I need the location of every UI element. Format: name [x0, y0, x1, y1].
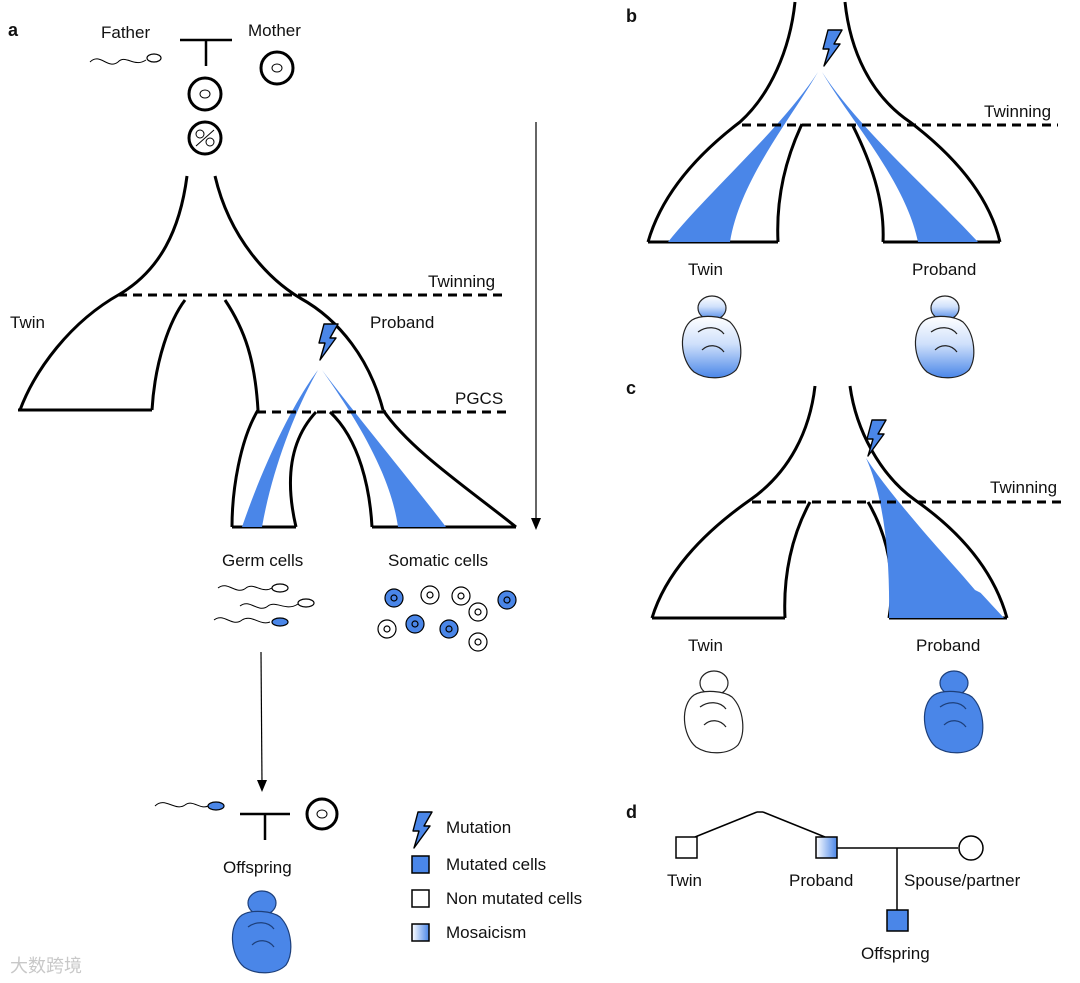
proband-baby-icon-b	[914, 295, 975, 379]
panel-label-a: a	[8, 20, 19, 40]
mutation-bolt-icon-c	[866, 419, 887, 457]
proband-label-c: Proband	[916, 636, 980, 655]
time-arrow	[531, 122, 541, 530]
mutation-bolt-icon	[318, 323, 339, 361]
proband-baby-icon-c	[923, 670, 984, 754]
panel-a: Father Mother	[10, 21, 541, 974]
legend-nonmutated-label: Non mutated cells	[446, 889, 582, 908]
offspring-arrow	[257, 651, 267, 792]
pedigree-proband-square	[815, 836, 838, 859]
offspring-label-d: Offspring	[861, 944, 930, 963]
twinning-label-a: Twinning	[428, 272, 495, 291]
twinning-label-b: Twinning	[984, 102, 1051, 121]
twin-baby-icon-c	[683, 670, 744, 754]
legend-mosaicism-swatch	[411, 923, 430, 942]
somatic-cells-label: Somatic cells	[388, 551, 488, 570]
offspring-label-a: Offspring	[223, 858, 292, 877]
legend-mutation-label: Mutation	[446, 818, 511, 837]
legend-mosaicism-label: Mosaicism	[446, 923, 526, 942]
pedigree-offspring-square	[886, 909, 909, 932]
panel-label-b: b	[626, 6, 637, 26]
twinning-label-c: Twinning	[990, 478, 1057, 497]
panel-b: Twinning Twin Proband	[646, 1, 1058, 379]
pedigree-line-proband	[762, 811, 826, 838]
legend-nonmutated-swatch	[411, 889, 430, 908]
proband-label-a: Proband	[370, 313, 434, 332]
twin-baby-icon-b	[681, 295, 742, 379]
watermark: 大数跨境	[10, 956, 82, 977]
panel-label-d: d	[626, 802, 637, 822]
mother-label: Mother	[248, 21, 301, 40]
mutated-stream-somatic	[322, 370, 446, 527]
father-label: Father	[101, 23, 150, 42]
twin-label-c: Twin	[688, 636, 723, 655]
legend: Mutation Mutated cells Non mutated cells…	[411, 811, 582, 942]
pgcs-label: PGCS	[455, 389, 503, 408]
zygote-icon	[187, 76, 223, 112]
lineage-tree-a	[18, 175, 517, 529]
pedigree-line-twin	[694, 811, 758, 838]
nonmutated-stripe-c	[880, 475, 985, 595]
dividing-cell-icon	[187, 120, 223, 156]
spouse-label-d: Spouse/partner	[904, 871, 1021, 890]
offspring-mating-symbol	[240, 812, 290, 840]
mating-symbol	[180, 38, 232, 66]
mutated-stream-b-proband	[822, 72, 978, 242]
proband-label-d: Proband	[789, 871, 853, 890]
twin-label-a: Twin	[10, 313, 45, 332]
legend-mutated-label: Mutated cells	[446, 855, 546, 874]
pedigree-twin-square	[675, 836, 698, 859]
mutated-stream-b-twin	[668, 72, 818, 242]
offspring-baby-icon	[231, 890, 292, 974]
sperm-icon	[89, 53, 162, 65]
offspring-egg-icon	[305, 797, 339, 831]
lineage-tree-b	[646, 1, 1002, 244]
offspring-sperm-icon	[154, 801, 225, 811]
legend-mutation-icon	[412, 811, 433, 849]
mutated-stream-germ	[242, 370, 318, 527]
panel-c: Twinning Twin Proband	[650, 385, 1062, 754]
panel-d	[675, 811, 984, 932]
somatic-cells-group	[377, 585, 517, 652]
twin-label-d: Twin	[667, 871, 702, 890]
mutation-bolt-icon-b	[822, 29, 843, 67]
legend-mutated-swatch	[411, 855, 430, 874]
egg-icon	[259, 50, 295, 86]
twin-label-b: Twin	[688, 260, 723, 279]
panel-label-c: c	[626, 378, 636, 398]
proband-label-b: Proband	[912, 260, 976, 279]
germ-cells-label: Germ cells	[222, 551, 303, 570]
germ-cells-group	[213, 583, 315, 627]
pedigree-spouse-circle	[958, 835, 984, 861]
mutated-stream-c-proband	[866, 458, 1004, 618]
